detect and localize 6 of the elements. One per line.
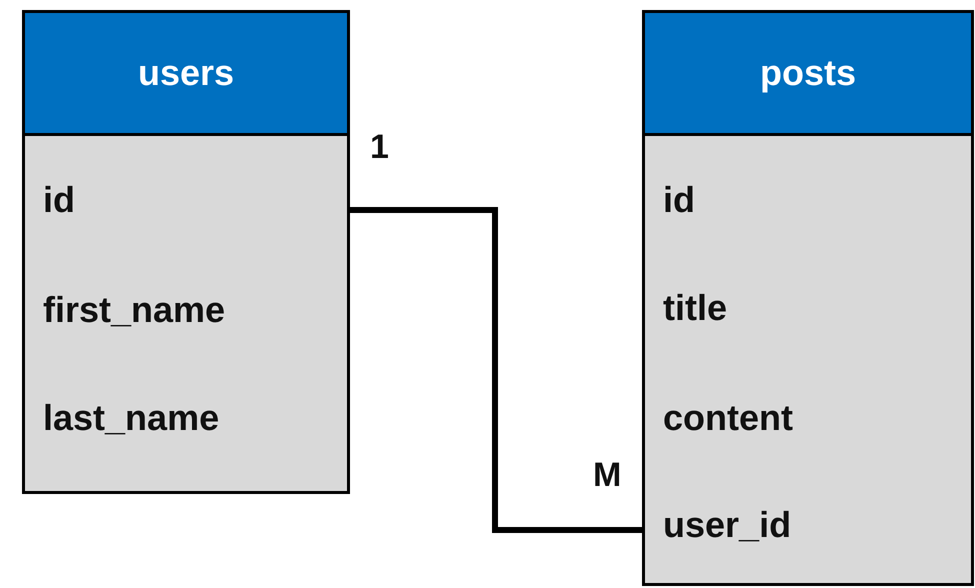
table-card	[22, 10, 350, 494]
table-card	[642, 10, 974, 586]
cardinality-label: M	[593, 456, 622, 495]
table-header: users	[25, 13, 347, 136]
table-header: posts	[645, 13, 971, 136]
cardinality-label: 1	[370, 128, 389, 167]
